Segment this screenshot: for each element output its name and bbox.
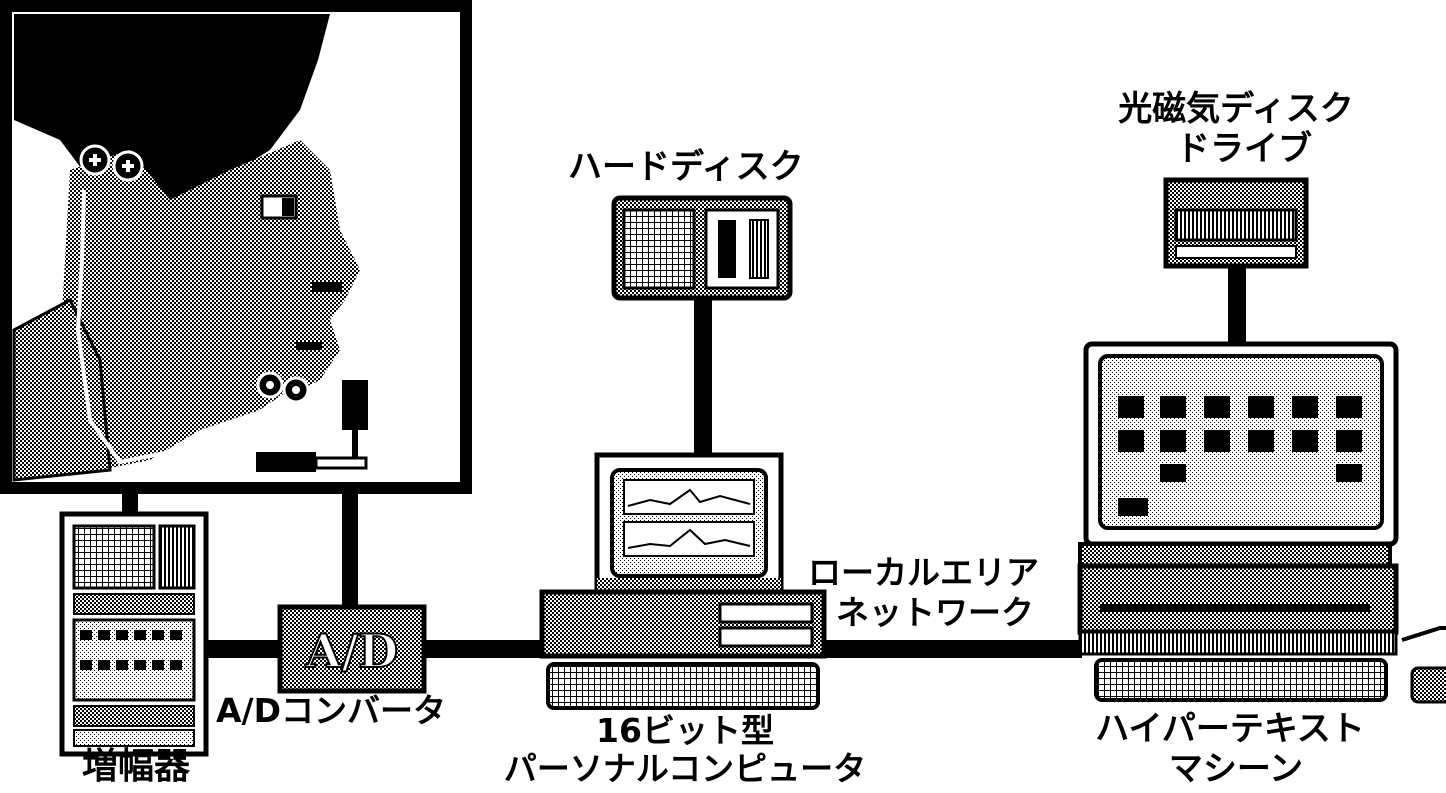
ad-converter-device: A/D — [280, 607, 424, 691]
label-mo-line2: ドライブ — [1176, 132, 1312, 168]
label-mo-line1: 光磁気ディスク — [1118, 92, 1354, 128]
mo-drive-device — [1166, 180, 1306, 266]
hard-disk-device — [614, 198, 790, 298]
label-ad-converter: A/Dコンバータ — [216, 694, 446, 729]
label-lan-line2: ネットワーク — [836, 596, 1034, 631]
label-hyper-line1: ハイパーテキスト — [1095, 712, 1365, 748]
label-hyper-line2: マシーン — [1169, 752, 1303, 788]
label-amplifier: 増幅器 — [82, 748, 190, 786]
head-electrode-image — [6, 6, 466, 488]
pc-device — [542, 455, 824, 708]
label-lan-line1: ローカルエリア — [808, 556, 1039, 591]
hypertext-machine-device — [1080, 344, 1446, 702]
ad-box-text: A/D — [305, 624, 398, 678]
amplifier-device — [62, 514, 206, 754]
label-hard-disk: ハードディスク — [568, 150, 804, 186]
label-pc-line1: 16ビット型 — [596, 714, 774, 749]
label-pc-line2: パーソナルコンピュータ — [504, 752, 866, 787]
